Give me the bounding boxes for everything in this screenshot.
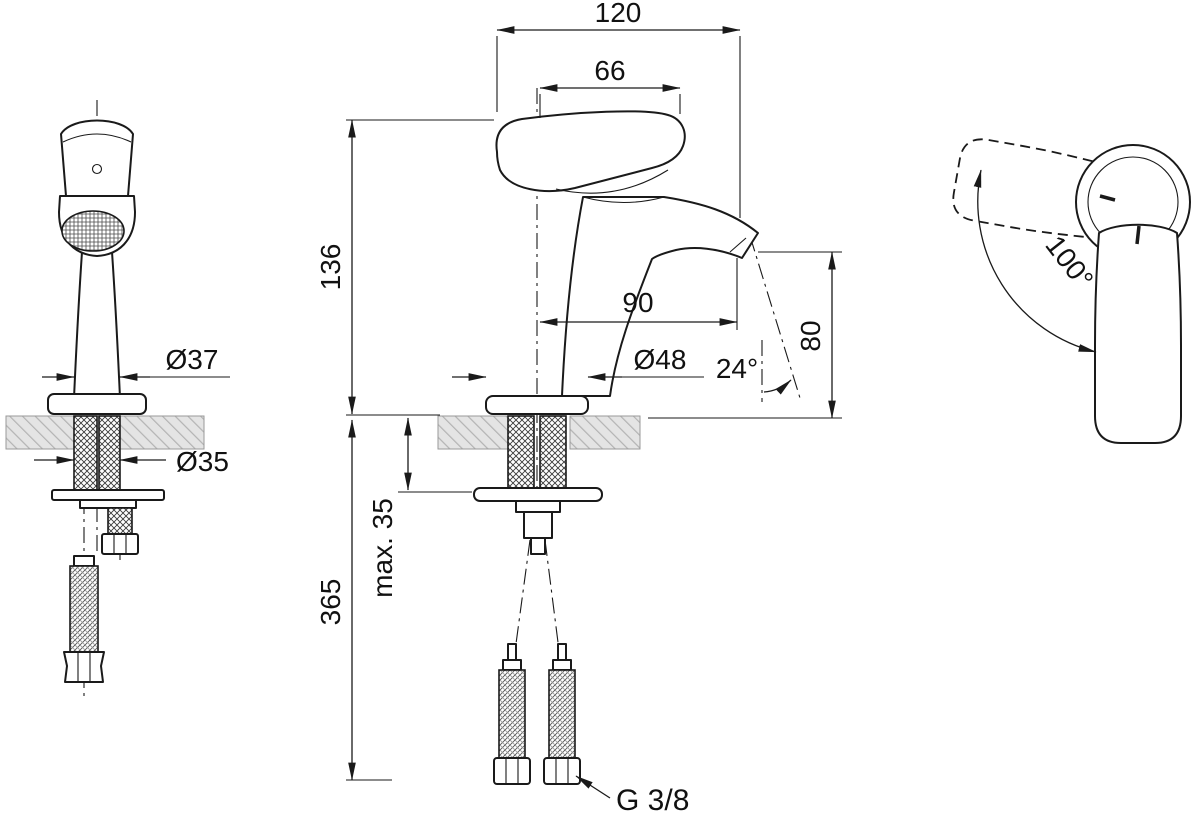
dim-label-hose-length: 365	[315, 579, 346, 626]
hose-nut-right-facets	[555, 758, 569, 784]
front-neck-line	[582, 196, 665, 204]
side-base-flange	[47, 393, 147, 415]
side-hose-nut	[63, 651, 105, 683]
dim-label-body-diameter: Ø37	[166, 344, 219, 375]
front-mounting-step	[515, 500, 561, 513]
front-base-flange	[485, 395, 589, 415]
side-hex-nut-facets	[113, 534, 127, 554]
dim-label-spout-reach: 90	[622, 287, 653, 318]
side-view	[5, 100, 205, 700]
side-mounting-bracket-step	[79, 499, 137, 509]
dim-label-body-height: 136	[315, 244, 346, 291]
dim-label-max-deck-thickness: max. 35	[367, 498, 398, 598]
dim-label-overall-width: 120	[595, 0, 642, 28]
handle-phantom-position	[952, 138, 1113, 239]
aerator-icon	[61, 210, 125, 252]
temperature-mark-icon	[1135, 225, 1141, 245]
swivel-arc	[973, 169, 1097, 353]
side-hex-nut	[101, 533, 139, 555]
front-handle-pivot-line	[555, 169, 669, 194]
dim-label-spout-angle: 24°	[716, 353, 758, 384]
side-pipe	[107, 507, 133, 535]
angle-arc-24	[763, 379, 792, 395]
ext-120	[496, 36, 741, 218]
front-shank-right	[539, 415, 567, 491]
side-hose-nut-facets	[77, 652, 91, 682]
top-handle-lever	[1094, 223, 1182, 444]
cold-hot-mark-icon	[1099, 194, 1116, 202]
dim-label-connection-thread: G 3/8	[616, 784, 689, 817]
side-shank-right	[98, 415, 121, 491]
front-connector	[523, 511, 553, 539]
hose-braid-right	[548, 669, 576, 759]
side-hose-cap	[73, 555, 95, 567]
spout-outlet-lip	[729, 237, 747, 253]
front-mounting-flange	[473, 487, 603, 502]
dim-label-handle-length: 66	[594, 55, 625, 86]
dim-label-base-diameter: Ø48	[634, 344, 687, 375]
hose-cap-left	[502, 659, 522, 671]
side-mounting-bracket	[51, 489, 165, 501]
side-handle-cap-line	[62, 133, 132, 143]
ext-136	[346, 119, 494, 416]
top-view: 100°	[952, 138, 1191, 444]
hose-nut-left	[493, 757, 531, 785]
side-handle-screw	[91, 163, 103, 175]
hose-nut-right	[543, 757, 581, 785]
front-shank-left	[507, 415, 535, 491]
front-deck-right	[569, 415, 641, 450]
hose-nut-left-facets	[505, 758, 519, 784]
front-handle-lever	[495, 110, 686, 192]
side-shank-left	[73, 415, 98, 491]
front-connector-tail	[530, 537, 546, 555]
leader-g38	[575, 775, 611, 799]
front-body-and-spout	[561, 196, 759, 397]
ext-80	[648, 251, 842, 419]
front-deck-left	[437, 415, 509, 450]
side-hose-braid	[69, 565, 99, 653]
hose-braid-left	[498, 669, 526, 759]
front-hose-centerlines	[512, 539, 562, 667]
hose-cap-right	[552, 659, 572, 671]
dimensions: 120 66 136 365 max. 35 90 Ø48 24° 80	[34, 0, 842, 817]
side-body	[73, 251, 121, 399]
ext-66	[539, 94, 681, 118]
side-handle	[60, 119, 134, 197]
dim-label-outlet-height: 80	[795, 320, 826, 351]
front-view	[437, 88, 801, 785]
dim-label-hole-diameter: Ø35	[176, 446, 229, 477]
